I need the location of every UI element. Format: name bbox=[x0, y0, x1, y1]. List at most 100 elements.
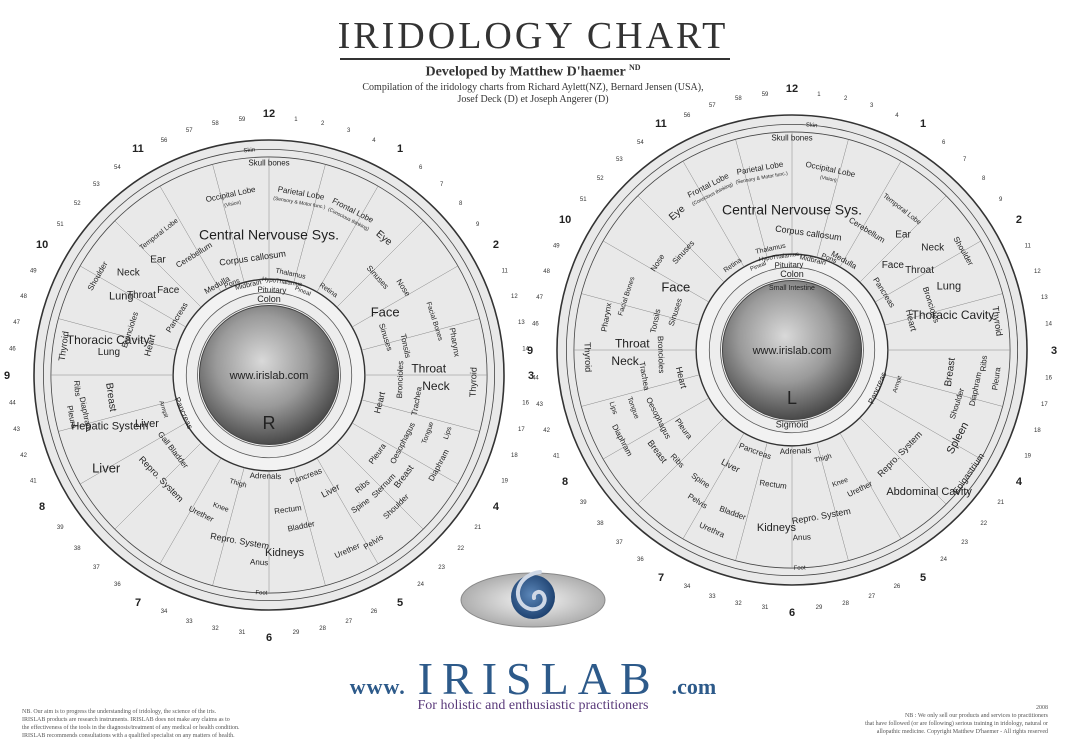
minute-label: 59 bbox=[239, 117, 246, 123]
footer-line: NB : We only sell our products and servi… bbox=[904, 713, 1048, 719]
minute-label: 58 bbox=[212, 121, 219, 127]
zone-label: Face bbox=[882, 260, 905, 271]
minute-label: 52 bbox=[74, 201, 81, 207]
zone-label: Rectum bbox=[274, 503, 303, 516]
zone-label: Breast bbox=[943, 357, 958, 387]
zone-label: Colon bbox=[780, 269, 804, 279]
zone-label: HypoThalamus bbox=[759, 252, 800, 264]
url-suffix: .com bbox=[671, 674, 717, 699]
hour-label: 12 bbox=[786, 83, 798, 95]
zone-label: Ribs bbox=[979, 355, 989, 372]
eye-logo-swirl bbox=[515, 570, 547, 612]
minute-label: 44 bbox=[532, 375, 539, 381]
zone-label: Skull bones bbox=[771, 134, 812, 143]
zone-divider bbox=[603, 397, 710, 460]
minute-label: 37 bbox=[93, 565, 100, 571]
compilation-line: Josef Deck (D) et Joseph Angerer (D) bbox=[457, 94, 609, 105]
zone-label: Armpit bbox=[157, 400, 168, 419]
minute-label: 21 bbox=[997, 500, 1004, 506]
zone-label: Liver bbox=[92, 460, 121, 475]
zone-divider bbox=[336, 220, 424, 308]
minute-label: 54 bbox=[637, 140, 644, 146]
hour-label: 6 bbox=[266, 632, 272, 644]
minute-label: 12 bbox=[1034, 269, 1041, 275]
zone-divider bbox=[58, 399, 177, 432]
hour-label: 5 bbox=[920, 572, 926, 584]
zone-label: Broncioles bbox=[656, 336, 666, 374]
minute-label: 48 bbox=[20, 294, 27, 300]
zone-label: Thoracic Cavity bbox=[912, 308, 995, 322]
minute-label: 46 bbox=[532, 322, 539, 328]
minute-label: 56 bbox=[161, 138, 168, 144]
minute-label: 4 bbox=[895, 113, 899, 119]
zone-divider bbox=[859, 417, 947, 505]
zone-label: Pituitary bbox=[257, 285, 286, 295]
zone-divider bbox=[114, 442, 202, 530]
zone-divider bbox=[735, 442, 768, 561]
minute-label: 33 bbox=[709, 594, 716, 600]
minute-label: 28 bbox=[842, 601, 849, 607]
zone-label: Thigh bbox=[228, 478, 247, 490]
minute-label: 33 bbox=[186, 619, 193, 625]
zone-label: Pineal bbox=[294, 286, 312, 298]
zone-label: Lung bbox=[98, 347, 120, 358]
hour-label: 10 bbox=[36, 239, 48, 251]
hour-label: 6 bbox=[789, 607, 795, 619]
tagline: For holistic and enthusiastic practition… bbox=[417, 698, 649, 713]
zone-divider bbox=[212, 467, 245, 586]
minute-label: 8 bbox=[982, 176, 986, 182]
minute-label: 16 bbox=[522, 400, 529, 406]
minute-label: 17 bbox=[518, 427, 525, 433]
url-brand: IRISLAB bbox=[417, 653, 660, 704]
minute-label: 53 bbox=[616, 157, 623, 163]
zone-divider bbox=[336, 442, 424, 530]
irislab-url[interactable]: www.IRISLAB.com bbox=[0, 652, 1066, 705]
developer-suffix: ND bbox=[628, 63, 641, 72]
minute-label: 36 bbox=[637, 557, 644, 563]
zone-divider bbox=[874, 397, 981, 460]
minute-label: 4 bbox=[372, 138, 376, 144]
minute-label: 59 bbox=[762, 92, 769, 98]
zone-label: Ribs bbox=[72, 380, 82, 397]
zone-divider bbox=[212, 164, 245, 283]
footer-line: the effectiveness of the tools in the di… bbox=[22, 725, 240, 731]
title-underline bbox=[340, 58, 730, 60]
minute-label: 7 bbox=[963, 157, 967, 163]
minute-label: 14 bbox=[1045, 322, 1052, 328]
eye-letter: L bbox=[787, 388, 797, 408]
page-title: IRIDOLOGY CHART bbox=[337, 15, 729, 57]
zone-label: Rectum bbox=[759, 478, 788, 491]
zone-label: (Vision) bbox=[819, 175, 837, 184]
zone-divider bbox=[816, 442, 849, 561]
minute-label: 44 bbox=[9, 400, 16, 406]
hour-label: 8 bbox=[39, 501, 45, 513]
minute-label: 57 bbox=[186, 128, 193, 134]
zone-label: Anus bbox=[792, 532, 811, 542]
minute-label: 26 bbox=[894, 584, 901, 590]
minute-label: 29 bbox=[293, 630, 300, 636]
zone-divider bbox=[80, 422, 187, 485]
minute-label: 19 bbox=[501, 478, 508, 484]
hour-label: 3 bbox=[528, 370, 534, 382]
minute-label: 11 bbox=[502, 269, 509, 275]
hour-label: 7 bbox=[658, 572, 664, 584]
minute-label: 58 bbox=[735, 96, 742, 102]
zone-label: Pleura bbox=[990, 366, 1002, 391]
minute-label: 3 bbox=[870, 103, 874, 109]
zone-label: Pituitary bbox=[774, 260, 803, 270]
zone-label: Sigmoid bbox=[776, 420, 809, 430]
zone-label: Kidneys bbox=[757, 522, 797, 534]
minute-label: 46 bbox=[9, 347, 16, 353]
zone-label: Face bbox=[157, 285, 180, 296]
zone-divider bbox=[114, 220, 202, 308]
zone-divider bbox=[316, 186, 379, 293]
minute-label: 51 bbox=[580, 197, 587, 203]
minute-label: 43 bbox=[536, 402, 543, 408]
zone-label: Lung bbox=[937, 281, 961, 293]
skin-ring bbox=[566, 123, 1019, 577]
minute-label: 39 bbox=[580, 500, 587, 506]
zone-label: Central Nervouse Sys. bbox=[722, 202, 862, 218]
footer-line: IRISLAB recommends consultations with a … bbox=[22, 733, 235, 739]
minute-label: 7 bbox=[440, 182, 444, 188]
